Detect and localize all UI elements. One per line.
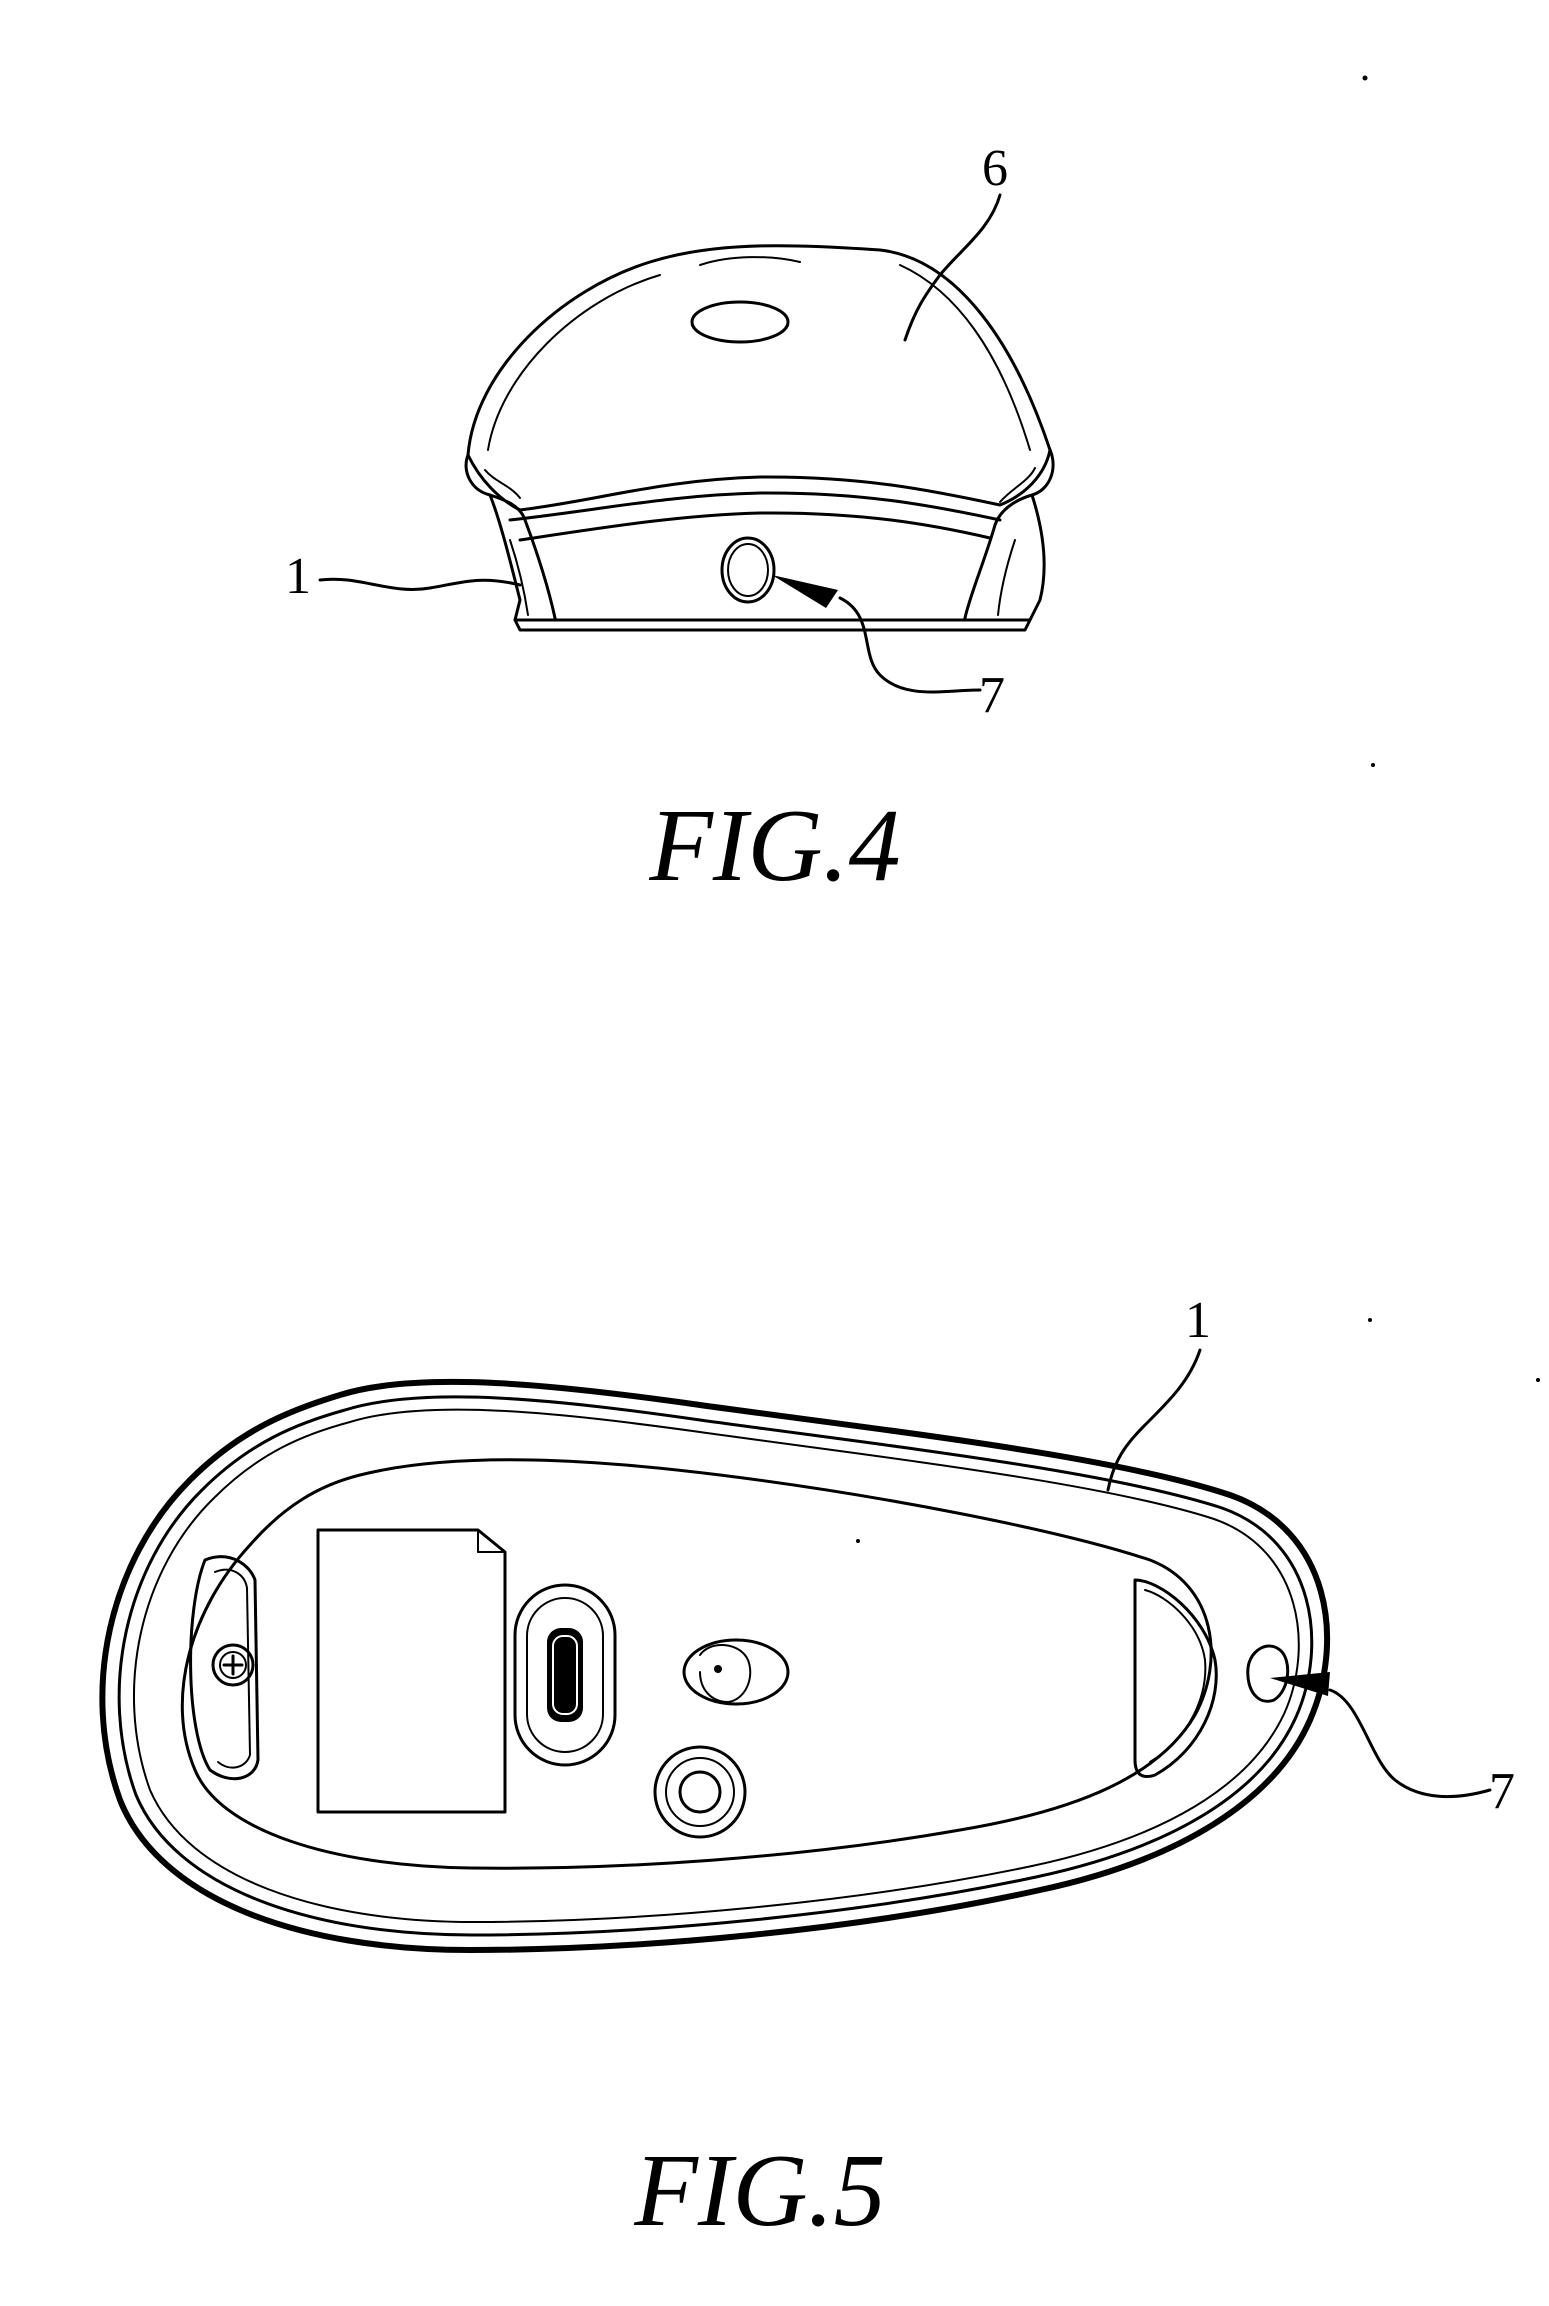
fig5-arrow	[1270, 1672, 1330, 1696]
fig4-drawing	[320, 195, 1053, 692]
fig4-button	[722, 538, 774, 602]
fig4-caption: FIG.4	[648, 788, 900, 903]
fig4-label-6: 6	[982, 140, 1008, 197]
round-pad	[655, 1747, 745, 1837]
cover-dome	[468, 246, 1050, 455]
fig4-arrow	[772, 575, 838, 608]
fig5-label-7: 7	[1489, 1763, 1515, 1820]
fig5-drawing	[102, 1350, 1490, 1950]
base-outline	[102, 1382, 1327, 1950]
fig5-caption: FIG.5	[633, 2133, 885, 2248]
fig4-label-7: 7	[979, 667, 1005, 724]
inner-tray	[182, 1460, 1211, 1868]
fig5-button	[1248, 1646, 1288, 1701]
fig4-label-1: 1	[285, 548, 311, 605]
scroll-window	[692, 302, 788, 342]
battery-cover	[318, 1530, 505, 1812]
fig5-label-1: 1	[1185, 1292, 1211, 1349]
